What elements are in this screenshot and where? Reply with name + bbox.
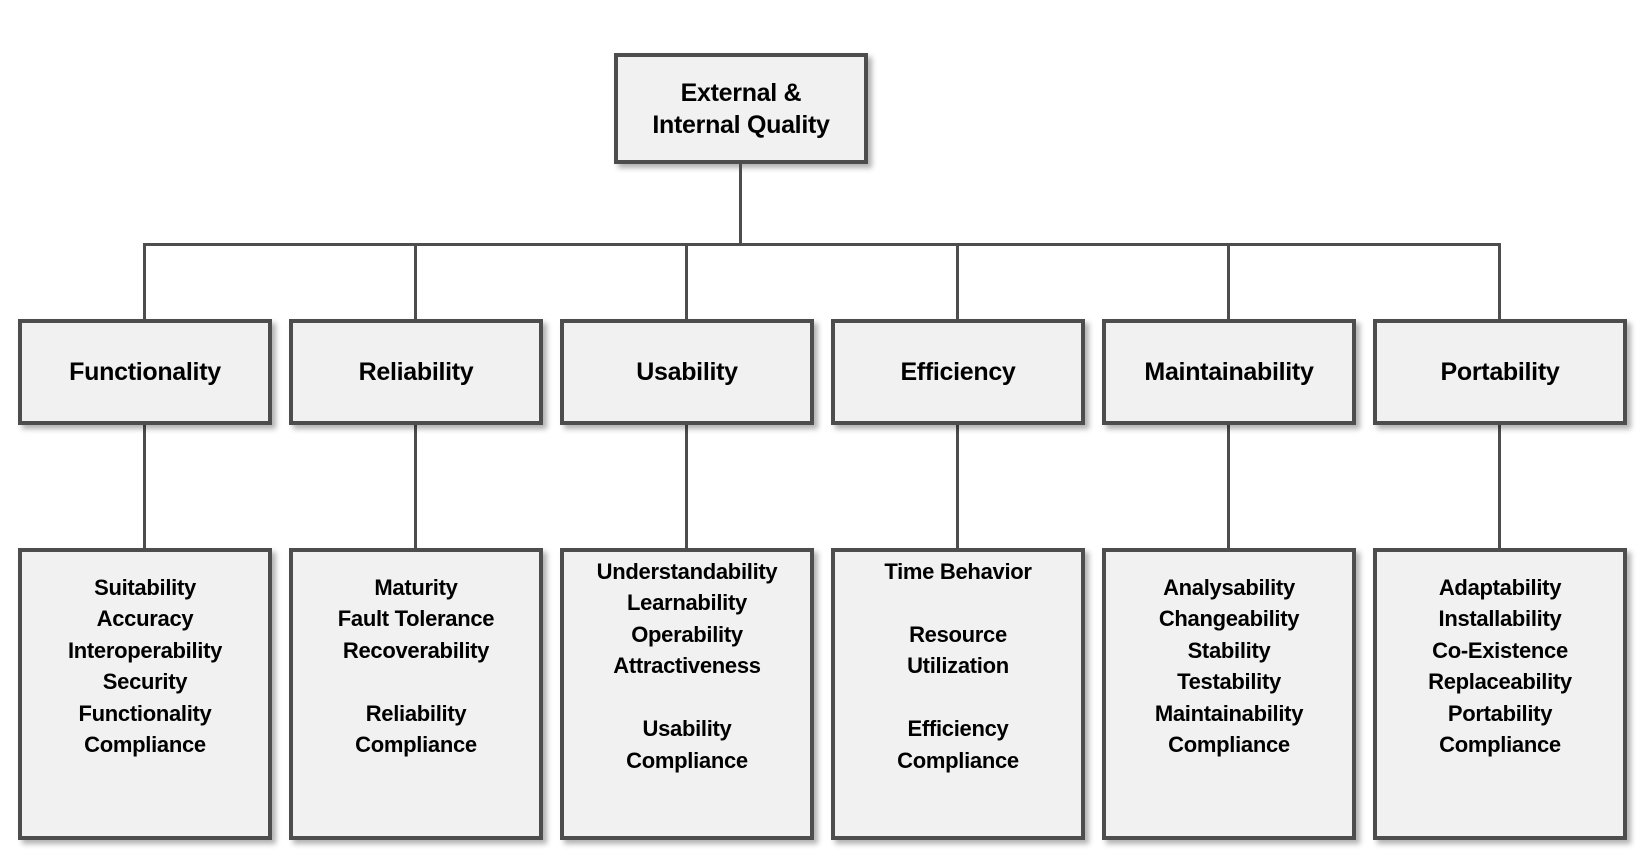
category-box-portability: Portability bbox=[1373, 319, 1627, 425]
connector-sub-efficiency bbox=[956, 423, 959, 550]
root-label: External & Internal Quality bbox=[652, 77, 829, 141]
category-label-maintainability: Maintainability bbox=[1144, 357, 1314, 386]
sub-characteristic: Compliance bbox=[1439, 732, 1561, 757]
connector-drop-efficiency bbox=[956, 243, 959, 321]
sub-characteristic: Changeability bbox=[1158, 606, 1300, 631]
sub-characteristic: Efficiency bbox=[907, 716, 1009, 742]
sub-characteristic: Accuracy bbox=[96, 606, 194, 631]
sub-characteristic: Functionality bbox=[78, 700, 212, 726]
sub-characteristic: Compliance bbox=[355, 732, 477, 757]
connector-drop-reliability bbox=[414, 243, 417, 321]
sub-characteristic: Security bbox=[102, 669, 188, 694]
sub-characteristic: Attractiveness bbox=[613, 653, 761, 679]
sub-characteristic: Stability bbox=[1187, 637, 1271, 663]
category-box-functionality: Functionality bbox=[18, 319, 272, 425]
sub-characteristic: Utilization bbox=[907, 653, 1009, 679]
sub-characteristic: Usability bbox=[642, 716, 732, 742]
category-box-usability: Usability bbox=[560, 319, 814, 425]
sub-characteristic: Replaceability bbox=[1428, 669, 1572, 694]
root-label-line2: Internal Quality bbox=[652, 110, 830, 139]
connector-sub-maintainability bbox=[1227, 423, 1230, 550]
sub-spacer bbox=[413, 666, 419, 698]
category-label-reliability: Reliability bbox=[358, 357, 474, 386]
connector-drop-portability bbox=[1498, 243, 1501, 321]
sub-characteristic: Reliability bbox=[365, 700, 467, 726]
sub-characteristic: Fault Tolerance bbox=[337, 606, 495, 631]
connector-sub-functionality bbox=[143, 423, 146, 550]
sub-characteristic: Adaptability bbox=[1438, 574, 1562, 600]
sub-characteristic: Suitability bbox=[94, 574, 196, 600]
root-box-external-internal-quality: External & Internal Quality bbox=[614, 53, 868, 164]
connector-drop-usability bbox=[685, 243, 688, 321]
sub-characteristic: Maturity bbox=[374, 574, 458, 600]
category-label-functionality: Functionality bbox=[69, 357, 221, 386]
sub-characteristic: Resource bbox=[909, 621, 1007, 647]
sub-characteristic: Co-Existence bbox=[1432, 637, 1568, 663]
connector-sub-usability bbox=[685, 423, 688, 550]
category-label-usability: Usability bbox=[636, 357, 738, 386]
sub-characteristic: Interoperability bbox=[67, 637, 223, 663]
sub-characteristic: Portability bbox=[1447, 700, 1553, 726]
connector-sub-portability bbox=[1498, 423, 1501, 550]
connector-drop-functionality bbox=[143, 243, 146, 321]
sub-characteristic: Time Behavior bbox=[884, 558, 1032, 584]
category-label-portability: Portability bbox=[1440, 357, 1560, 386]
sub-spacer bbox=[684, 682, 690, 714]
sub-characteristic: Compliance bbox=[1168, 732, 1290, 757]
sub-spacer bbox=[955, 587, 961, 619]
sub-characteristic: Compliance bbox=[84, 732, 206, 757]
category-box-efficiency: Efficiency bbox=[831, 319, 1085, 425]
connector-sub-reliability bbox=[414, 423, 417, 550]
sub-characteristic: Maintainability bbox=[1154, 700, 1304, 726]
connector-bus bbox=[143, 243, 1501, 246]
connector-drop-maintainability bbox=[1227, 243, 1230, 321]
category-box-reliability: Reliability bbox=[289, 319, 543, 425]
sub-characteristic: Testability bbox=[1177, 669, 1281, 694]
sub-characteristic: Compliance bbox=[626, 747, 748, 773]
sub-spacer bbox=[955, 682, 961, 714]
sub-characteristic: Installability bbox=[1438, 606, 1562, 631]
sub-characteristic: Understandability bbox=[596, 558, 778, 584]
category-box-maintainability: Maintainability bbox=[1102, 319, 1356, 425]
category-label-efficiency: Efficiency bbox=[900, 357, 1016, 386]
root-label-line1: External & bbox=[680, 78, 802, 107]
connector-root-stem bbox=[739, 164, 742, 246]
sub-characteristic: Operability bbox=[631, 621, 743, 647]
sub-characteristic: Recoverability bbox=[342, 637, 490, 663]
sub-characteristic: Compliance bbox=[897, 747, 1019, 773]
sub-characteristic: Learnability bbox=[627, 590, 747, 616]
sub-characteristic: Analysability bbox=[1163, 574, 1295, 600]
